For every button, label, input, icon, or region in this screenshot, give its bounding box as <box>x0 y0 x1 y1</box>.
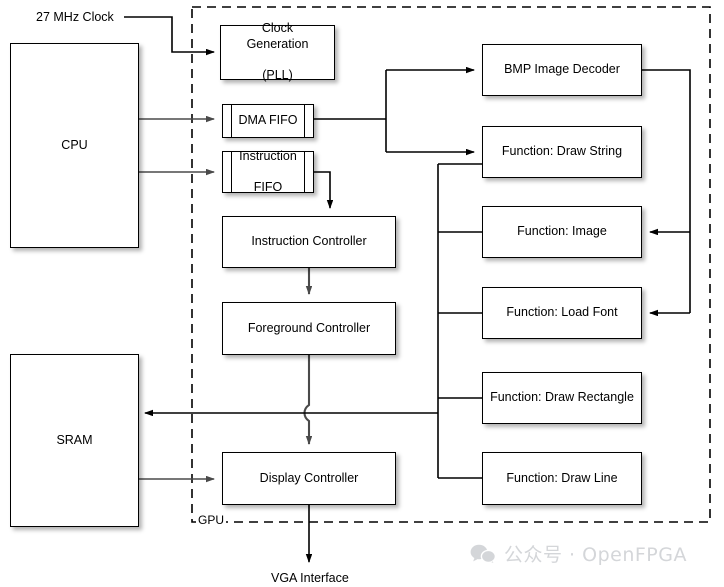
block-instruction-fifo-label: Instruction FIFO <box>227 149 309 196</box>
clock-source-label: 27 MHz Clock <box>36 10 114 24</box>
block-instruction-controller[interactable]: Instruction Controller <box>222 216 396 268</box>
block-cpu-label: CPU <box>61 137 88 152</box>
block-instruction-controller-label: Instruction Controller <box>251 234 367 249</box>
block-function-image-label: Function: Image <box>517 224 607 239</box>
edge-foreground-to-display <box>303 355 313 445</box>
watermark-text: 公众号 · OpenFPGA <box>504 544 687 566</box>
block-cpu[interactable]: CPU <box>10 43 139 248</box>
instruction-fifo-line2: FIFO <box>253 179 283 194</box>
block-sram-label: SRAM <box>56 432 93 447</box>
edge-instruction-fifo-to-controller <box>314 171 334 209</box>
wechat-icon <box>470 544 496 564</box>
block-function-draw-rectangle[interactable]: Function: Draw Rectangle <box>482 372 642 424</box>
block-bmp-image-decoder[interactable]: BMP Image Decoder <box>482 44 642 96</box>
block-function-draw-rectangle-label: Function: Draw Rectangle <box>490 390 634 405</box>
clock-gen-line2: (PLL) <box>262 68 293 83</box>
block-display-controller[interactable]: Display Controller <box>222 452 396 505</box>
block-function-draw-line[interactable]: Function: Draw Line <box>482 452 642 505</box>
block-foreground-controller[interactable]: Foreground Controller <box>222 302 396 355</box>
block-sram[interactable]: SRAM <box>10 354 139 527</box>
gpu-boundary <box>191 6 711 523</box>
block-bmp-image-decoder-label: BMP Image Decoder <box>504 62 620 77</box>
block-dma-fifo[interactable]: DMA FIFO <box>222 104 314 138</box>
vga-interface-label: VGA Interface <box>271 571 349 585</box>
block-function-draw-string-label: Function: Draw String <box>501 144 623 159</box>
instruction-fifo-line1: Instruction <box>239 148 297 163</box>
block-display-controller-label: Display Controller <box>259 470 359 485</box>
block-dma-fifo-label: DMA FIFO <box>238 113 298 128</box>
block-function-image[interactable]: Function: Image <box>482 206 642 258</box>
block-clock-generation[interactable]: Clock Generation (PLL) <box>220 21 335 82</box>
block-function-load-font[interactable]: Function: Load Font <box>482 287 642 339</box>
block-instruction-fifo[interactable]: Instruction FIFO <box>222 149 314 196</box>
gpu-boundary-label: GPU <box>196 513 227 527</box>
watermark: 公众号 · OpenFPGA <box>470 540 687 567</box>
block-function-draw-line-label: Function: Draw Line <box>506 470 618 485</box>
block-function-draw-string[interactable]: Function: Draw String <box>482 126 642 178</box>
block-function-load-font-label: Function: Load Font <box>506 305 618 320</box>
block-clock-generation-label: Clock Generation (PLL) <box>221 21 334 84</box>
block-foreground-controller-label: Foreground Controller <box>247 320 371 335</box>
clock-gen-line1: Clock Generation <box>246 21 309 51</box>
edge-clock-to-pll <box>124 16 215 56</box>
edge-bmp-decoder-out <box>642 69 691 313</box>
